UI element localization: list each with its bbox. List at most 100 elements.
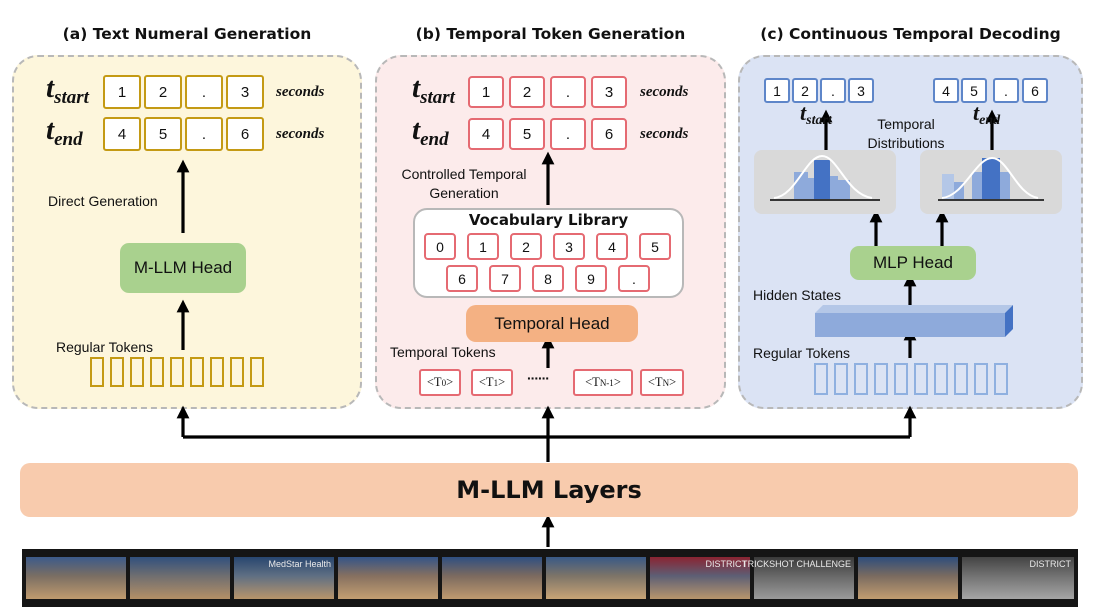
m-llm-layers: M-LLM Layers bbox=[20, 463, 1078, 517]
vocab-token: 8 bbox=[532, 265, 564, 292]
digit-box: 3 bbox=[848, 78, 874, 103]
dist-bar bbox=[838, 180, 850, 199]
panel-c-regular-tokens-label: Regular Tokens bbox=[753, 345, 851, 361]
regular-token bbox=[814, 363, 828, 395]
digit-box: 2 bbox=[509, 76, 545, 108]
panel-a bbox=[12, 55, 362, 409]
regular-token bbox=[210, 357, 224, 387]
temporal-tokens-label: Temporal Tokens bbox=[390, 344, 496, 360]
digit-box: 6 bbox=[1022, 78, 1048, 103]
video-filmstrip: MedStar Health DISTRICT TRICKSHOT CHALLE… bbox=[22, 549, 1078, 607]
regular-token bbox=[170, 357, 184, 387]
regular-token bbox=[874, 363, 888, 395]
dist-bar bbox=[814, 160, 830, 199]
panel-a-seconds-end: seconds bbox=[276, 126, 325, 142]
regular-token bbox=[894, 363, 908, 395]
panel-a-t-end: tend bbox=[46, 114, 83, 150]
digit-box: 4 bbox=[468, 118, 504, 150]
panel-a-seconds-start: seconds bbox=[276, 84, 325, 100]
regular-token bbox=[834, 363, 848, 395]
digit-box: 2 bbox=[144, 75, 182, 109]
digit-box: 1 bbox=[764, 78, 790, 103]
regular-token bbox=[250, 357, 264, 387]
digit-box: . bbox=[993, 78, 1019, 103]
regular-token bbox=[914, 363, 928, 395]
vocab-token: 1 bbox=[467, 233, 499, 260]
video-frame bbox=[442, 557, 542, 599]
digit-box: 5 bbox=[961, 78, 987, 103]
panel-c-t-end: tend bbox=[973, 100, 1001, 128]
panel-a-title: (a) Text Numeral Generation bbox=[62, 25, 312, 43]
digit-box: 3 bbox=[591, 76, 627, 108]
digit-box: . bbox=[820, 78, 846, 103]
panel-b-t-end: tend bbox=[412, 114, 449, 150]
digit-box: 4 bbox=[103, 117, 141, 151]
temporal-head: Temporal Head bbox=[466, 305, 638, 342]
dist-bar bbox=[982, 158, 1000, 199]
token-ellipsis: ······ bbox=[527, 370, 550, 386]
regular-token bbox=[190, 357, 204, 387]
digit-box: 4 bbox=[933, 78, 959, 103]
panel-b-title: (b) Temporal Token Generation bbox=[415, 25, 686, 43]
digit-box: 6 bbox=[591, 118, 627, 150]
dist-curve bbox=[941, 156, 1039, 199]
vocab-token: 4 bbox=[596, 233, 628, 260]
digit-box: 6 bbox=[226, 117, 264, 151]
regular-token bbox=[934, 363, 948, 395]
regular-token bbox=[954, 363, 968, 395]
regular-token bbox=[230, 357, 244, 387]
panel-c-t-start: tstart bbox=[800, 100, 832, 128]
vocabulary-library-title: Vocabulary Library bbox=[468, 211, 629, 229]
hidden-states-label: Hidden States bbox=[753, 287, 841, 303]
dist-curve bbox=[773, 154, 873, 199]
regular-token bbox=[974, 363, 988, 395]
video-frame: TRICKSHOT CHALLENGE bbox=[742, 557, 854, 599]
dist-bar bbox=[972, 172, 982, 199]
video-frame bbox=[130, 557, 230, 599]
digit-box: . bbox=[185, 117, 223, 151]
end-distribution bbox=[920, 150, 1062, 214]
panel-c-title: (c) Continuous Temporal Decoding bbox=[760, 25, 1061, 43]
digit-box: 2 bbox=[792, 78, 818, 103]
panel-b-seconds-end: seconds bbox=[640, 126, 689, 142]
digit-box: 5 bbox=[144, 117, 182, 151]
start-distribution bbox=[754, 150, 896, 214]
m-llm-head: M-LLM Head bbox=[120, 243, 246, 293]
dist-bar bbox=[954, 182, 964, 199]
video-frame bbox=[26, 557, 126, 599]
digit-box: . bbox=[185, 75, 223, 109]
panel-a-regular-tokens-label: Regular Tokens bbox=[56, 339, 154, 355]
regular-token bbox=[110, 357, 124, 387]
panel-b-seconds-start: seconds bbox=[640, 84, 689, 100]
regular-token bbox=[150, 357, 164, 387]
vocab-token: 6 bbox=[446, 265, 478, 292]
regular-token bbox=[130, 357, 144, 387]
digit-box: 1 bbox=[468, 76, 504, 108]
temporal-distributions-label: Temporal Distributions bbox=[867, 116, 945, 151]
video-frame: MedStar Health bbox=[234, 557, 334, 599]
vocab-token: 0 bbox=[424, 233, 456, 260]
digit-box: 5 bbox=[509, 118, 545, 150]
controlled-generation-label: Controlled Temporal Generation bbox=[401, 166, 527, 201]
mlp-head: MLP Head bbox=[850, 246, 976, 280]
regular-token bbox=[994, 363, 1008, 395]
vocab-token: 3 bbox=[553, 233, 585, 260]
vocab-token: 5 bbox=[639, 233, 671, 260]
dist-bar bbox=[1000, 172, 1010, 199]
panel-a-t-start: tstart bbox=[46, 72, 89, 108]
vocab-token: 9 bbox=[575, 265, 607, 292]
video-frame: DISTRICT bbox=[650, 557, 750, 599]
panel-b-t-start: tstart bbox=[412, 72, 455, 108]
digit-box: 1 bbox=[103, 75, 141, 109]
video-frame bbox=[858, 557, 958, 599]
digit-box: . bbox=[550, 76, 586, 108]
dist-bar bbox=[830, 176, 838, 199]
regular-token bbox=[854, 363, 868, 395]
video-frame bbox=[546, 557, 646, 599]
vocab-token: . bbox=[618, 265, 650, 292]
